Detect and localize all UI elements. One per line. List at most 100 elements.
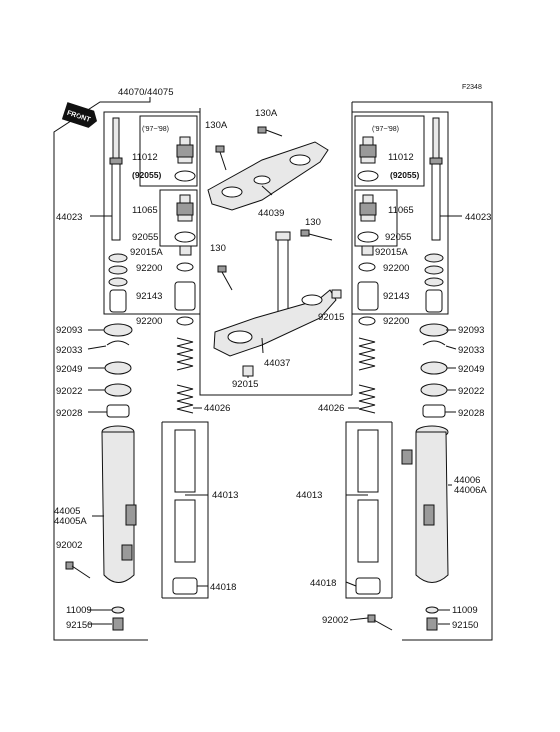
piece-left-icon [172,577,198,595]
stem-nut-icon [242,365,254,377]
washer-left-icon [176,262,194,272]
oring2-left-icon [174,231,196,243]
year-note-right: ('97~'98) [372,126,399,133]
year-note-left: ('97~'98) [142,126,169,133]
label-washer-right: 92200 [383,263,409,274]
label-bolt-130-upper: 130 [305,217,321,228]
bolt-130-left-icon [217,265,233,291]
label-bolt-right: 92002 [322,615,348,626]
oring-right-icon [357,170,379,182]
oilseal-right-icon [420,361,448,375]
label-bolt-130A-right: 130A [255,108,278,119]
cylinder-left-upper-icon [174,429,196,493]
cap-bolt2-right-icon [359,194,377,222]
bolt-130-upper-icon [300,229,333,241]
right-year-box [354,115,425,187]
label-cylinder-right: 44013 [296,490,322,501]
gasket-left-icon [111,606,125,614]
label-spacer-right: 92143 [383,291,409,302]
label-stem-nut: 92015 [232,379,258,390]
seal-left-icon [103,323,133,337]
steering-stem-icon [213,231,337,357]
label-seal-right: 92093 [458,325,484,336]
outer-tube-left-icon [101,425,137,583]
inner-ring-left2-icon [108,265,128,275]
label-seal-left: 92093 [56,325,82,336]
label-bush-right: 92028 [458,408,484,419]
inner-ring-left3-icon [108,277,128,287]
label-washer-left: 92200 [136,263,162,274]
inner-tube-right [429,117,443,241]
drain-right-icon [426,617,438,631]
label-oring2-right: 92055 [385,232,411,243]
label-washer3-right: 92022 [458,386,484,397]
label-cap-bolt-left: 11012 [132,152,158,163]
outer-tube-right-icon [401,425,449,583]
cap-bolt-right-icon [359,136,377,164]
inner-ring-right-icon [424,253,444,263]
stem-nut-right-icon [331,289,342,299]
label-drain-right: 92150 [452,620,478,631]
diagram-code: F2348 [462,84,482,91]
assembly-label: 44070/44075 [118,87,173,98]
label-piece-right: 44018 [310,578,336,589]
oring2-right-icon [357,231,379,243]
leader-lines [87,185,462,625]
bolt-left-icon [65,561,91,579]
label-spring-right: 44026 [318,403,344,414]
washer3-left-icon [104,383,132,397]
inner-tube-left [109,117,123,241]
label-outer-tube-right-alt: 44006A [454,485,487,496]
washer3-right-icon [420,383,448,397]
clip-left-icon [106,340,130,346]
label-outer-tube-right: 44006 [454,475,480,486]
label-oilseal-right: 92049 [458,364,484,375]
cylinder-left-box [162,421,209,599]
left-year-box [139,115,198,187]
label-gasket-right: 11009 [452,605,478,616]
bolt-right-icon [367,614,393,631]
left-capbolt-box [159,189,198,247]
cap-bolt2-left-icon [176,194,194,222]
inner-ring-left-icon [108,253,128,263]
right-capbolt-box [354,189,398,247]
label-inner-tube-right: 44023 [465,212,491,223]
label-clip-right: 92033 [458,345,484,356]
label-oilseal-left: 92049 [56,364,82,375]
gasket-right-icon [425,606,439,614]
label-nut-left: 92015A [130,247,163,258]
cylinder-left-lower-icon [174,499,196,563]
washer2-right-icon [358,316,376,326]
washer2-left-icon [176,316,194,326]
label-washer2-left: 92200 [136,316,162,327]
label-oring2-left: 92055 [132,232,158,243]
label-outer-tube-left-alt: 44005A [54,516,87,527]
label-clip-left: 92033 [56,345,82,356]
washer-right-icon [358,262,376,272]
inner-spacer-left-icon [109,289,127,313]
label-bush-left: 92028 [56,408,82,419]
bush-right-icon [422,404,446,418]
label-washer2-right: 92200 [383,316,409,327]
label-stem-nut-right: 92015 [318,312,344,323]
seal-right-icon [419,323,449,337]
bolt-130A-left-icon [215,145,227,171]
label-oring-right: (92055) [390,170,419,180]
spring-left-icon [176,337,194,414]
label-inner-tube-left: 44023 [56,212,82,223]
assembly-frame-right [352,101,493,641]
cylinder-right-box [345,421,392,599]
label-piece-left: 44018 [210,582,236,593]
label-stem: 44037 [264,358,290,369]
spring-right-icon [358,337,376,414]
cylinder-right-upper-icon [357,429,379,493]
inner-ring-right2-icon [424,265,444,275]
bolt-130A-right-icon [257,126,283,137]
clip-right-icon [422,340,446,346]
label-nut-right: 92015A [375,247,408,258]
cylinder-right-lower-icon [357,499,379,563]
piece-right-icon [355,577,381,595]
spacer-right-icon [357,281,379,311]
label-drain-left: 92150 [66,620,92,631]
inner-ring-right3-icon [424,277,444,287]
